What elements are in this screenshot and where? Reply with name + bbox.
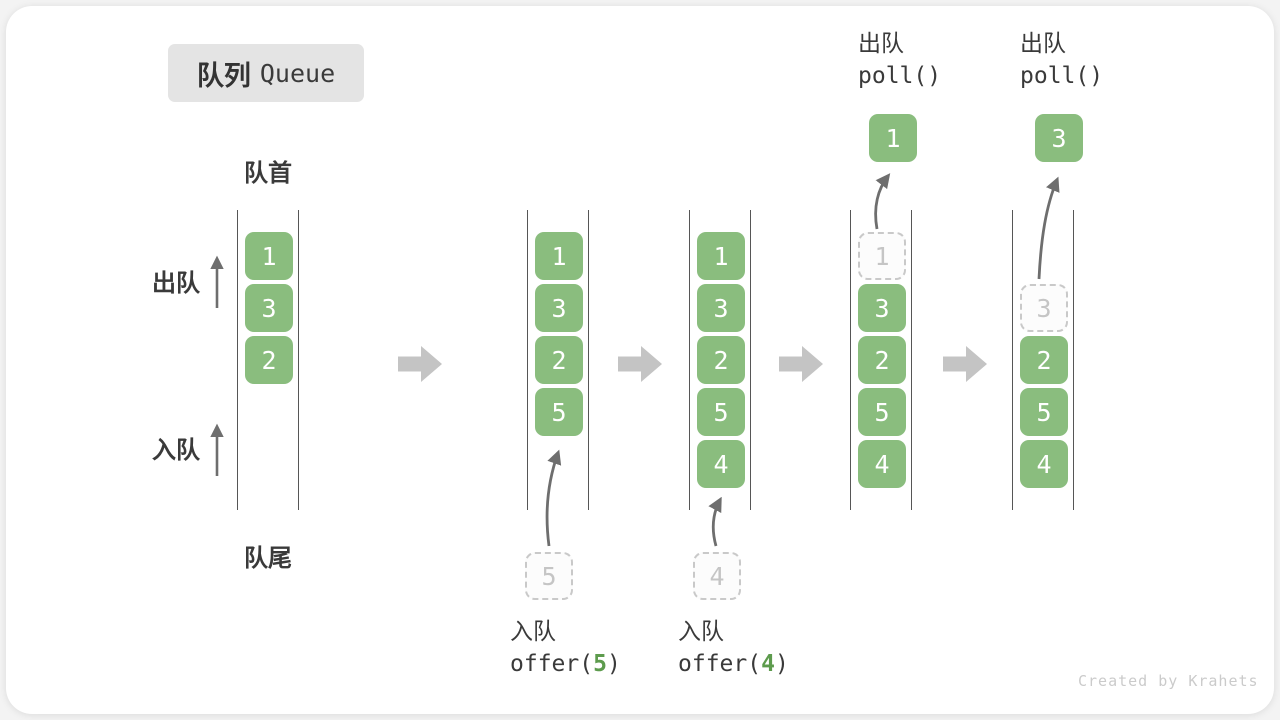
title-en: Queue — [259, 58, 336, 88]
queue-front-label: 队首 — [244, 160, 292, 187]
watermark: Created by Krahets — [1078, 672, 1259, 690]
queue-box-ghost: 3 — [1020, 284, 1068, 332]
queue-box: 4 — [697, 440, 745, 488]
diagram-title: 队列 Queue — [168, 44, 364, 102]
queue-state-5 — [1012, 210, 1074, 510]
op-code: poll() — [858, 58, 941, 94]
queue-state-1 — [237, 210, 299, 510]
queue-box: 3 — [858, 284, 906, 332]
op-code: offer(5) — [510, 646, 621, 682]
queue-box: 5 — [1020, 388, 1068, 436]
queue-box: 3 — [697, 284, 745, 332]
queue-box: 3 — [245, 284, 293, 332]
queue-rear-label: 队尾 — [244, 545, 292, 572]
op-dequeue-2: 出队 poll() — [1020, 28, 1103, 94]
op-label: 出队 — [858, 30, 904, 56]
op-dequeue-1: 出队 poll() — [858, 28, 941, 94]
op-code: poll() — [1020, 58, 1103, 94]
outgoing-value-box: 1 — [869, 114, 917, 162]
op-enqueue-5: 入队 offer(5) — [510, 616, 621, 682]
diagram-card — [6, 6, 1274, 714]
queue-box: 1 — [535, 232, 583, 280]
code-arg: 4 — [761, 651, 775, 677]
dequeue-side-label: 出队 — [152, 270, 200, 297]
queue-box: 3 — [535, 284, 583, 332]
enqueue-side-label: 入队 — [152, 437, 200, 464]
queue-box: 5 — [858, 388, 906, 436]
title-zh: 队列 — [196, 60, 251, 91]
queue-box: 2 — [858, 336, 906, 384]
code-post: ) — [606, 651, 621, 677]
op-label: 出队 — [1020, 30, 1066, 56]
incoming-value-box: 5 — [525, 552, 573, 600]
queue-box-ghost: 1 — [858, 232, 906, 280]
queue-box: 4 — [1020, 440, 1068, 488]
queue-box: 4 — [858, 440, 906, 488]
code-post: ) — [774, 651, 789, 677]
incoming-value-box: 4 — [693, 552, 741, 600]
op-label: 入队 — [678, 618, 724, 644]
queue-box: 5 — [535, 388, 583, 436]
queue-box: 5 — [697, 388, 745, 436]
outgoing-value-box: 3 — [1035, 114, 1083, 162]
op-label: 入队 — [510, 618, 556, 644]
op-code: offer(4) — [678, 646, 789, 682]
code-pre: offer( — [510, 651, 594, 677]
queue-state-2 — [527, 210, 589, 510]
code-arg: 5 — [593, 651, 607, 677]
queue-state-3 — [689, 210, 751, 510]
code-pre: offer( — [678, 651, 762, 677]
code-pre: poll() — [858, 63, 942, 89]
queue-box: 1 — [245, 232, 293, 280]
op-enqueue-4: 入队 offer(4) — [678, 616, 789, 682]
queue-state-4 — [850, 210, 912, 510]
queue-box: 1 — [697, 232, 745, 280]
queue-box: 2 — [535, 336, 583, 384]
queue-box: 2 — [245, 336, 293, 384]
queue-box: 2 — [697, 336, 745, 384]
queue-box: 2 — [1020, 336, 1068, 384]
code-pre: poll() — [1020, 63, 1104, 89]
